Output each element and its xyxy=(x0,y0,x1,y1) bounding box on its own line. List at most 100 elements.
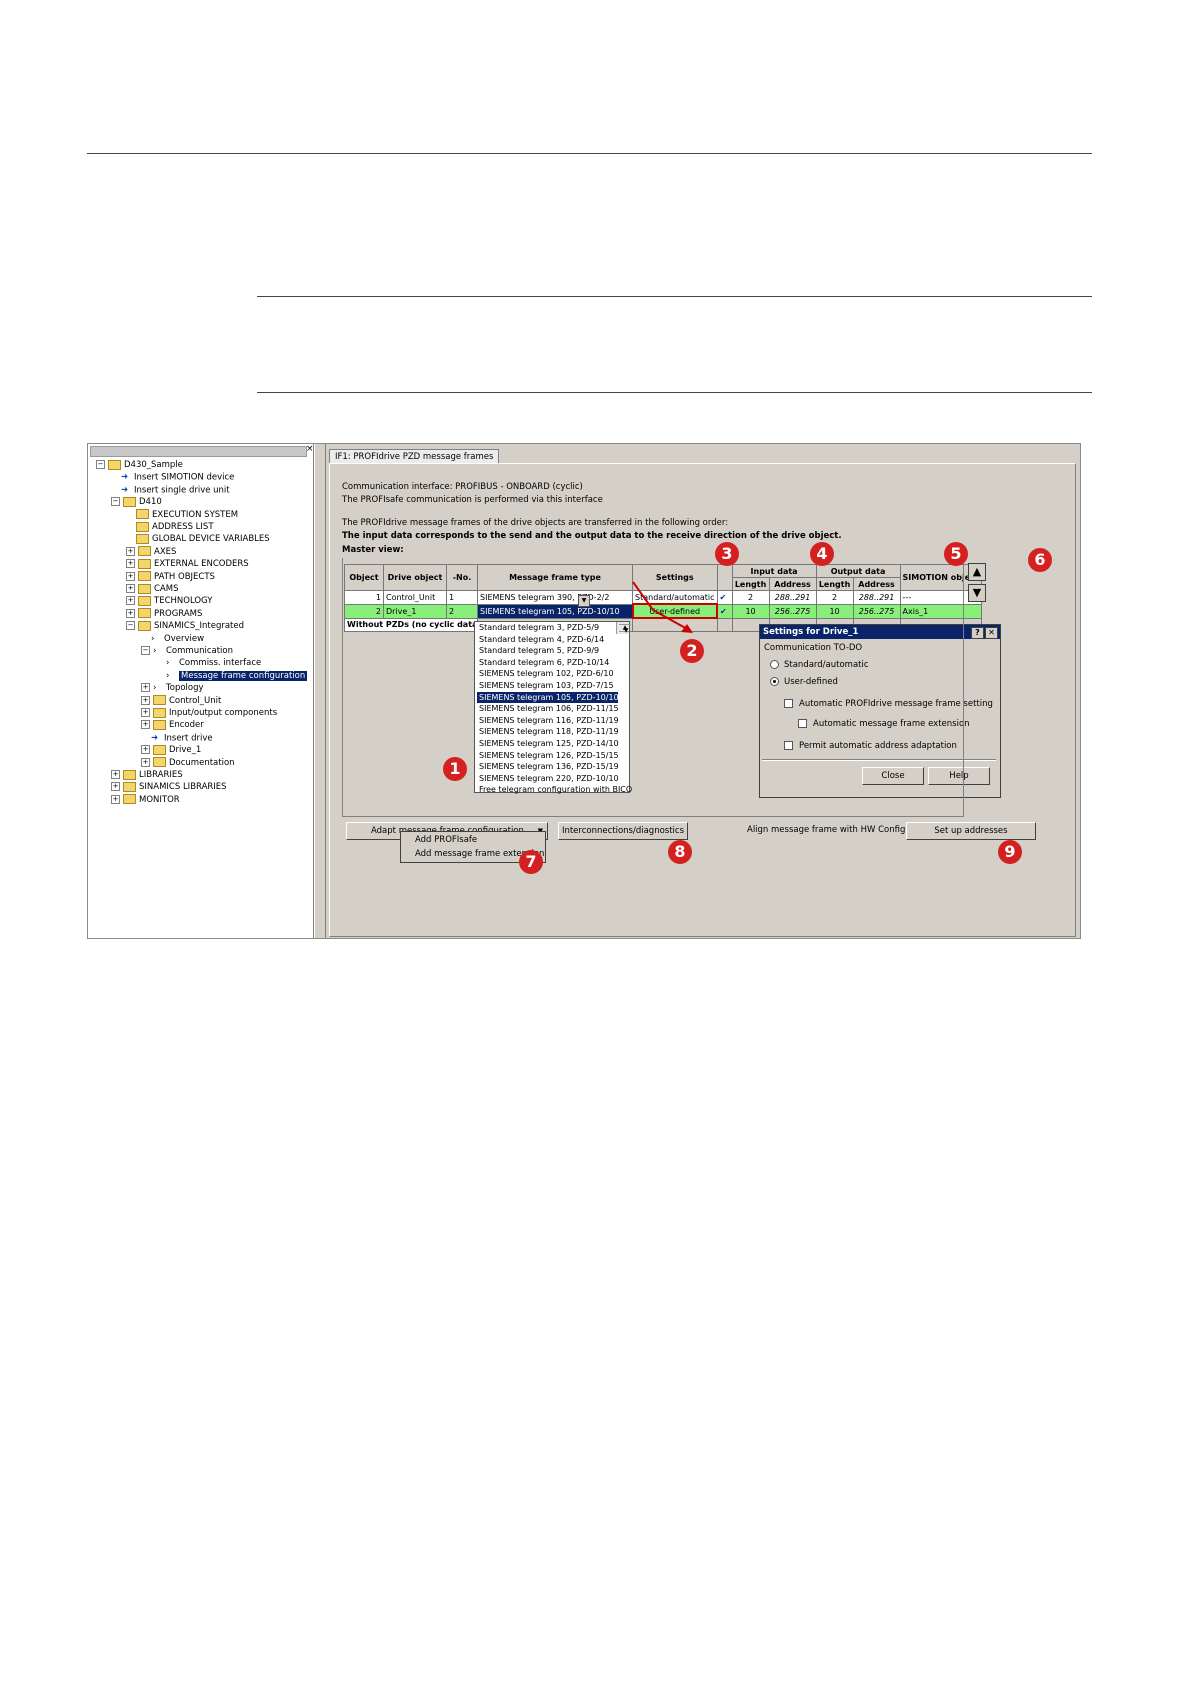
checkbox-auto-extension[interactable]: Automatic message frame extension xyxy=(798,719,970,729)
dropdown-scrollbar[interactable]: ▲ ▼ xyxy=(616,622,631,634)
interconnections-diagnostics-button[interactable]: Interconnections/diagnostics xyxy=(558,822,688,840)
tree-item[interactable]: ➜Insert SIMOTION device xyxy=(111,471,234,483)
tree-item[interactable]: +Encoder xyxy=(141,719,204,731)
expander-icon[interactable]: + xyxy=(126,546,135,556)
dropdown-option[interactable]: SIEMENS telegram 220, PZD-10/10 xyxy=(479,773,619,783)
menu-item-add-profisafe[interactable]: Add PROFIsafe xyxy=(415,835,478,845)
dropdown-option[interactable]: Standard telegram 5, PZD-9/9 xyxy=(479,646,600,656)
scroll-down-icon[interactable]: ▼ xyxy=(619,623,631,634)
header-rule xyxy=(87,153,1092,154)
tree-item[interactable]: +EXTERNAL ENCODERS xyxy=(126,558,249,570)
tree-item[interactable]: +CAMS xyxy=(126,583,178,595)
tree-item[interactable]: +SINAMICS LIBRARIES xyxy=(111,781,227,793)
tree-close-icon[interactable]: × xyxy=(306,444,314,454)
checkbox-auto-frame[interactable]: Automatic PROFIdrive message frame setti… xyxy=(784,699,993,709)
dropdown-option[interactable]: Standard telegram 4, PZD-6/14 xyxy=(479,634,605,644)
cell-settings-user-defined[interactable]: User-defined xyxy=(631,603,719,619)
radio-standard[interactable]: Standard/automatic xyxy=(770,660,869,670)
dropdown-option[interactable]: SIEMENS telegram 125, PZD-14/10 xyxy=(479,738,619,748)
checkbox-permit-address[interactable]: Permit automatic address adaptation xyxy=(784,741,957,751)
expander-icon[interactable]: + xyxy=(126,596,135,606)
tree-item[interactable]: ➜Insert drive xyxy=(141,732,213,744)
tree-item[interactable]: +Drive_1 xyxy=(141,744,201,756)
radio-selected-icon[interactable] xyxy=(770,677,779,686)
insert-arrow-icon: ➜ xyxy=(121,472,129,483)
expander-icon[interactable]: + xyxy=(141,745,150,755)
expander-icon[interactable]: − xyxy=(111,497,120,507)
expander-icon[interactable]: + xyxy=(111,782,120,792)
checkbox-icon[interactable] xyxy=(784,741,793,750)
cell-type-select[interactable]: SIEMENS telegram 105, PZD-10/10 xyxy=(477,603,633,619)
table-row[interactable]: 2 Drive_1 2 SIEMENS telegram 105, PZD-10… xyxy=(344,603,982,619)
tree-item[interactable]: +Documentation xyxy=(141,757,235,769)
dropdown-option[interactable]: Standard telegram 3, PZD-5/9 xyxy=(479,623,600,632)
chevron-right-icon: › xyxy=(166,658,170,669)
tree-item[interactable]: EXECUTION SYSTEM xyxy=(126,509,238,521)
expander-icon[interactable]: + xyxy=(126,608,135,618)
dialog-close-button[interactable]: Close xyxy=(862,767,924,785)
dropdown-option[interactable]: SIEMENS telegram 116, PZD-11/19 xyxy=(479,715,619,725)
table-row[interactable]: 1 Control_Unit 1 SIEMENS telegram 390, P… xyxy=(344,590,982,605)
tree-item[interactable]: ›Overview xyxy=(141,633,204,645)
menu-item-add-frame-extension[interactable]: Add message frame extension xyxy=(415,849,545,859)
tree-item[interactable]: +LIBRARIES xyxy=(111,769,183,781)
tree-item[interactable]: +MONITOR xyxy=(111,794,180,806)
tree-item[interactable]: +TECHNOLOGY xyxy=(126,595,212,607)
expander-icon[interactable]: − xyxy=(126,621,135,631)
tree-item[interactable]: −›Communication xyxy=(141,645,233,657)
checkbox-icon[interactable] xyxy=(798,719,807,728)
expander-icon[interactable]: + xyxy=(141,720,150,730)
close-icon[interactable]: ✕ xyxy=(985,627,998,639)
move-up-button[interactable]: ▲ xyxy=(968,563,986,581)
tree-item[interactable]: ›Commiss. interface xyxy=(156,657,261,669)
radio-user-defined[interactable]: User-defined xyxy=(770,677,838,687)
expander-icon[interactable]: + xyxy=(111,794,120,804)
radio-icon[interactable] xyxy=(770,660,779,669)
tree-item-label: Communication xyxy=(166,646,233,656)
dialog-help-button[interactable]: Help xyxy=(928,767,990,785)
scroll-up-icon[interactable]: ▲ xyxy=(619,622,629,632)
tree-item[interactable]: +Input/output components xyxy=(141,707,277,719)
expander-icon[interactable]: + xyxy=(141,708,150,717)
tree-item[interactable]: ADDRESS LIST xyxy=(126,521,214,533)
dropdown-option[interactable]: Standard telegram 6, PZD-10/14 xyxy=(479,657,610,667)
tree-item[interactable]: +PROGRAMS xyxy=(126,608,202,620)
tree-item[interactable]: +›Topology xyxy=(141,682,204,694)
dropdown-option[interactable]: SIEMENS telegram 103, PZD-7/15 xyxy=(479,680,614,690)
pane-splitter[interactable] xyxy=(314,444,326,938)
dropdown-option[interactable]: SIEMENS telegram 136, PZD-15/19 xyxy=(479,762,619,772)
move-down-button[interactable]: ▼ xyxy=(968,584,986,602)
tree-scrollbar[interactable] xyxy=(90,446,307,457)
tab-profidrive-frames[interactable]: IF1: PROFIdrive PZD message frames xyxy=(329,449,500,464)
checkbox-icon[interactable] xyxy=(784,699,793,708)
dropdown-option[interactable]: SIEMENS telegram 102, PZD-6/10 xyxy=(479,669,614,679)
tree-item[interactable]: ›Message frame configuration xyxy=(156,670,308,682)
dropdown-option[interactable]: SIEMENS telegram 105, PZD-10/10 xyxy=(477,691,619,704)
tree-item[interactable]: +Control_Unit xyxy=(141,695,221,707)
expander-icon[interactable]: + xyxy=(111,770,120,779)
tree-item[interactable]: −D430_Sample xyxy=(96,459,183,471)
tree-item[interactable]: −D410 xyxy=(111,496,162,508)
expander-icon[interactable]: − xyxy=(141,646,150,655)
help-icon[interactable]: ? xyxy=(971,627,984,639)
tree-item[interactable]: ➜Insert single drive unit xyxy=(111,484,230,496)
set-up-addresses-button[interactable]: Set up addresses xyxy=(906,822,1036,840)
tree-item[interactable]: +AXES xyxy=(126,546,176,558)
tree-line xyxy=(111,474,118,481)
combo-dropdown-arrow-icon[interactable]: ▼ xyxy=(578,595,590,607)
dropdown-option[interactable]: Free telegram configuration with BICO xyxy=(479,785,633,795)
expander-icon[interactable]: + xyxy=(141,695,150,705)
dropdown-option[interactable]: SIEMENS telegram 118, PZD-11/19 xyxy=(479,727,619,737)
expander-icon[interactable]: + xyxy=(141,683,150,693)
tree-item[interactable]: +PATH OBJECTS xyxy=(126,571,215,583)
tree-item[interactable]: −SINAMICS_Integrated xyxy=(126,620,244,632)
expander-icon[interactable]: + xyxy=(126,584,135,593)
expander-icon[interactable]: − xyxy=(96,460,105,469)
expander-icon[interactable]: + xyxy=(141,757,150,767)
tree-item[interactable]: GLOBAL DEVICE VARIABLES xyxy=(126,533,270,545)
dropdown-option[interactable]: SIEMENS telegram 126, PZD-15/15 xyxy=(479,750,619,760)
dropdown-option[interactable]: SIEMENS telegram 106, PZD-11/15 xyxy=(479,704,619,714)
expander-icon[interactable]: + xyxy=(126,559,135,569)
expander-icon[interactable]: + xyxy=(126,571,135,581)
